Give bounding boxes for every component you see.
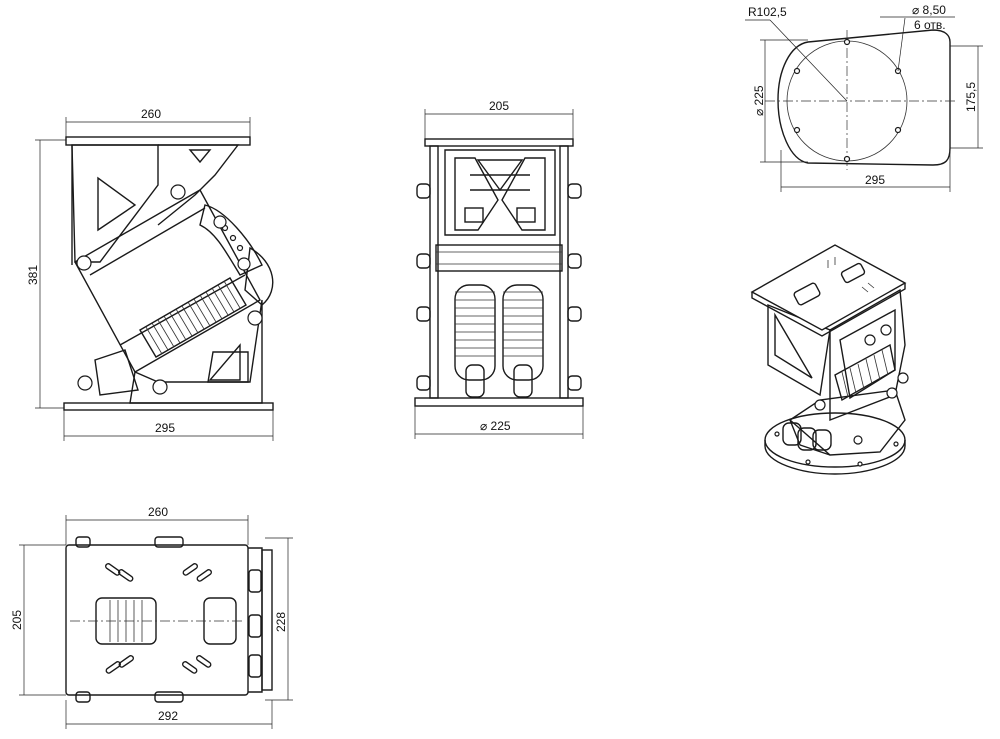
base-outline: [777, 29, 951, 166]
front-base-plate: [414, 397, 584, 407]
top-plan-view: R102,5 ⌀ 8,50 6 отв. ⌀ 225 175,5 295: [745, 3, 983, 192]
bottom-top-width: 260: [148, 505, 168, 519]
front-top-plate: [424, 138, 574, 147]
isometric-view: [750, 244, 909, 475]
side-top-width: 260: [141, 107, 161, 121]
side-upper-frame: [71, 144, 159, 263]
front-top-width: 205: [489, 99, 509, 113]
side-height: 381: [26, 265, 40, 285]
front-view: 205 ⌀ 225: [414, 99, 584, 439]
spring: [139, 277, 247, 358]
triangle-cutout-lower: [207, 351, 249, 383]
plan-hole-diameter: ⌀ 8,50: [912, 3, 946, 17]
plan-hole-count: 6 отв.: [914, 18, 946, 32]
bottom-width: 292: [158, 709, 178, 723]
bottom-plate: [65, 544, 249, 696]
plan-radius: R102,5: [748, 5, 787, 19]
side-base-plate: [63, 402, 274, 411]
bottom-view: 260 205 228 292: [10, 505, 293, 729]
twin-springs: [454, 284, 544, 398]
diagonal-body: [74, 189, 261, 373]
triangle-cutout: [97, 176, 137, 232]
plan-height: 175,5: [964, 82, 978, 112]
front-base-diameter: ⌀ 225: [480, 419, 511, 433]
side-top-plate: [65, 136, 251, 146]
bottom-left-height: 205: [10, 610, 24, 630]
plan-length: 295: [865, 173, 885, 187]
side-view: 260 381 295: [26, 107, 274, 441]
side-base-width: 295: [155, 421, 175, 435]
bottom-right-height: 228: [274, 612, 288, 632]
plan-diameter: ⌀ 225: [752, 85, 766, 116]
